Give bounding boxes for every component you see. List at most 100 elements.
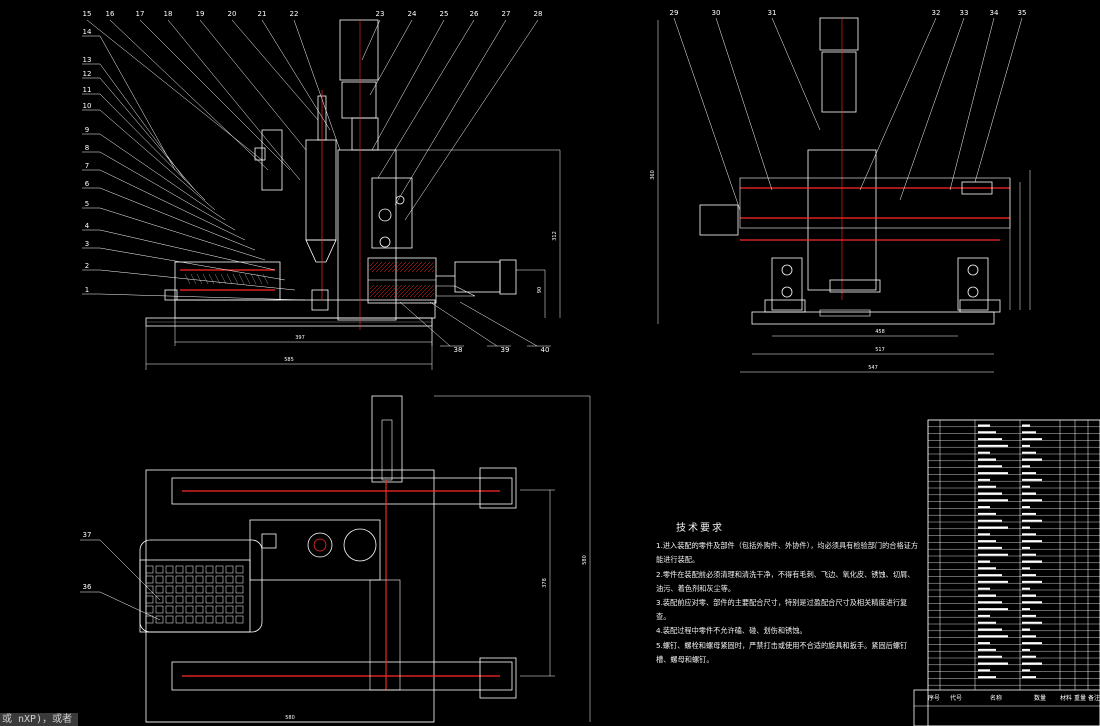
balloon-label-16: 16 bbox=[106, 10, 115, 18]
spindle-tip bbox=[305, 239, 337, 263]
leader-line bbox=[99, 35, 176, 171]
technical-requirements: 技术要求 1.进入装配的零件及部件（包括外购件、外协件），均必须具有检验部门的合… bbox=[656, 522, 918, 667]
leader-line bbox=[859, 17, 937, 191]
leader-line bbox=[369, 19, 413, 96]
side-top-motor bbox=[819, 17, 859, 51]
tray-cell bbox=[225, 575, 234, 584]
hatch-line bbox=[415, 261, 427, 273]
leader-line bbox=[99, 151, 236, 231]
tool-holder bbox=[311, 289, 329, 311]
tech-item-3: 3.装配前应对零、部件的主要配合尺寸，特别是过盈配合尺寸及相关精度进行复查。 bbox=[656, 598, 908, 622]
hatch-line bbox=[399, 261, 411, 273]
tray-cell bbox=[185, 565, 194, 574]
table-header-0: 序号 bbox=[928, 694, 940, 702]
balloon-label-15: 15 bbox=[83, 10, 92, 18]
hatch-line bbox=[395, 261, 407, 273]
dim-text: 90 bbox=[537, 287, 543, 293]
tray-cell bbox=[155, 565, 164, 574]
leader-line bbox=[99, 77, 196, 191]
drawing-line bbox=[202, 273, 209, 285]
balloon-label-28: 28 bbox=[534, 10, 543, 18]
drawing-line bbox=[256, 273, 263, 285]
leader-line bbox=[899, 17, 965, 201]
hatch-line bbox=[419, 261, 431, 273]
tray-cell bbox=[175, 565, 184, 574]
leader-line bbox=[231, 19, 319, 121]
hatch-line bbox=[405, 284, 419, 298]
tray-cell bbox=[235, 575, 244, 584]
drawing-line bbox=[435, 285, 476, 297]
tray-cell bbox=[145, 565, 154, 574]
gear bbox=[378, 208, 392, 222]
dim-text: 580 bbox=[582, 555, 588, 565]
dim-text: 585 bbox=[284, 357, 294, 363]
leader-line bbox=[99, 247, 286, 281]
title-footer bbox=[913, 689, 1100, 726]
balloon-label-35: 35 bbox=[1018, 9, 1027, 17]
tray-cell bbox=[185, 585, 194, 594]
top-motor-upper bbox=[479, 467, 517, 509]
drawing-rect bbox=[381, 419, 393, 481]
drawing-line bbox=[190, 273, 197, 285]
hatch-line bbox=[377, 284, 391, 298]
drawing-line bbox=[208, 273, 215, 285]
hatch-line bbox=[393, 284, 407, 298]
hatch-line bbox=[417, 284, 431, 298]
drawing-line bbox=[250, 273, 257, 285]
hatch-line bbox=[411, 261, 423, 273]
balloon-label-29: 29 bbox=[670, 9, 679, 17]
bearing bbox=[967, 264, 979, 276]
hatch-line bbox=[369, 284, 383, 298]
balloon-label-1: 1 bbox=[85, 286, 89, 294]
tray-cell bbox=[155, 575, 164, 584]
hatch-line bbox=[385, 284, 399, 298]
tray-cell bbox=[185, 605, 194, 614]
dim-text: 397 bbox=[295, 335, 305, 341]
hatch-line bbox=[375, 261, 387, 273]
hatch-line bbox=[401, 284, 415, 298]
tray-cell bbox=[175, 575, 184, 584]
gear bbox=[379, 236, 391, 248]
hatch-line bbox=[373, 284, 387, 298]
command-line[interactable]: 或 nXP)，或者 bbox=[0, 713, 79, 726]
tray-cell bbox=[235, 615, 244, 624]
balloon-label-12: 12 bbox=[83, 70, 92, 78]
tray-cell bbox=[195, 595, 204, 604]
drawing-line bbox=[196, 273, 203, 285]
drawing-rect bbox=[164, 289, 178, 301]
leader-line bbox=[99, 229, 276, 271]
dim-text: 580 bbox=[285, 715, 295, 721]
tray-cell bbox=[235, 595, 244, 604]
tray-cell bbox=[155, 585, 164, 594]
side-motor-end bbox=[499, 259, 517, 295]
leader-line bbox=[99, 293, 306, 301]
tray-cell bbox=[205, 585, 214, 594]
balloon-label-34: 34 bbox=[990, 9, 999, 17]
balloon-label-6: 6 bbox=[85, 180, 90, 188]
tray-cell bbox=[165, 615, 174, 624]
spindle-inner bbox=[313, 538, 327, 552]
hatch-line bbox=[409, 284, 423, 298]
bearing bbox=[781, 286, 793, 298]
tray-cell bbox=[165, 575, 174, 584]
balloon-label-21: 21 bbox=[258, 10, 267, 18]
balloon-label-25: 25 bbox=[440, 10, 449, 18]
hatch-line bbox=[371, 261, 383, 273]
leader-line bbox=[404, 19, 539, 221]
leader-line bbox=[99, 269, 296, 291]
dim-text: 378 bbox=[542, 578, 548, 588]
tray-cell bbox=[165, 595, 174, 604]
dim-text: 547 bbox=[868, 365, 878, 371]
tray-cell bbox=[215, 585, 224, 594]
tech-item-2: 2.零件在装配前必须清理和清洗干净，不得有毛刺、飞边、氧化皮、锈蚀、切屑、油污、… bbox=[656, 569, 915, 593]
tray-cell bbox=[145, 605, 154, 614]
hatch-line bbox=[421, 284, 435, 298]
bearing bbox=[967, 286, 979, 298]
leader-line bbox=[99, 109, 216, 211]
hatch-line bbox=[427, 265, 435, 273]
side-base-plate bbox=[751, 311, 995, 325]
parts-tray bbox=[139, 559, 251, 633]
hatch-line bbox=[387, 261, 399, 273]
leader-line bbox=[399, 301, 451, 347]
drawing-rect bbox=[959, 299, 1001, 313]
